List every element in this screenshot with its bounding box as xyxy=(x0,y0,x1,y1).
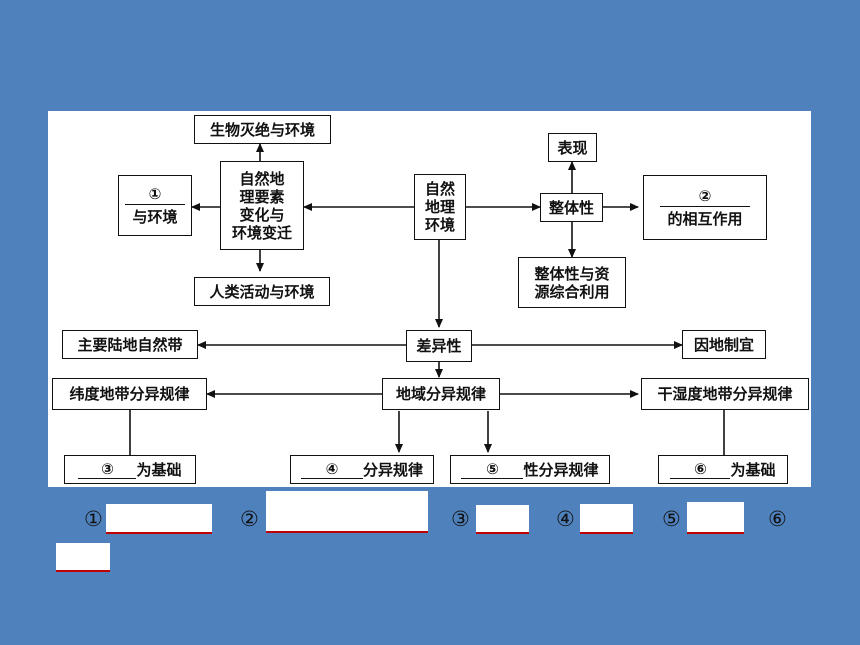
blank-3-text: 为基础 xyxy=(136,460,182,479)
blank-4-number: ④ xyxy=(300,460,363,479)
node-regional-differentiation: 地域分异规律 xyxy=(382,378,500,410)
blank-5-number: ⑤ xyxy=(461,460,524,479)
connector-layer xyxy=(129,143,725,455)
node-extinction: 生物灭绝与环境 xyxy=(194,115,331,144)
node-integrity: 整体性 xyxy=(540,193,603,222)
answer-field-5[interactable] xyxy=(687,502,744,534)
answer-field-1[interactable] xyxy=(106,504,212,534)
answer-label-1: ① xyxy=(84,507,103,531)
node-blank-3: ③ 为基础 xyxy=(64,455,196,484)
node-performance: 表现 xyxy=(548,133,597,162)
answer-label-5: ⑤ xyxy=(662,507,681,531)
answer-field-6[interactable] xyxy=(56,543,110,572)
blank-5-text: 性分异规律 xyxy=(523,460,599,479)
node-natural-zones: 主要陆地自然带 xyxy=(62,330,198,359)
node-env-change: 自然地 理要素 变化与 环境变迁 xyxy=(220,161,304,250)
answer-label-2: ② xyxy=(240,507,259,531)
blank-6-text: 为基础 xyxy=(730,460,776,479)
node-human-activity: 人类活动与环境 xyxy=(194,277,330,306)
answer-label-3: ③ xyxy=(451,507,470,531)
answer-label-4: ④ xyxy=(556,507,575,531)
blank-2-number: ② xyxy=(660,187,750,207)
answer-field-3[interactable] xyxy=(476,505,529,534)
node-local-conditions: 因地制宜 xyxy=(682,330,766,359)
node-blank-5: ⑤ 性分异规律 xyxy=(450,455,610,484)
answer-field-2[interactable] xyxy=(266,491,428,533)
node-blank-4: ④ 分异规律 xyxy=(290,455,434,484)
node-natural-environment: 自然 地理 环境 xyxy=(414,174,466,240)
blank-3-number: ③ xyxy=(78,460,137,479)
blank-2-text: 的相互作用 xyxy=(667,210,743,228)
blank-1-text: 与环境 xyxy=(132,208,178,226)
node-moisture-zonation: 干湿度地带分异规律 xyxy=(641,378,809,410)
node-blank-1: ① 与环境 xyxy=(118,175,192,236)
answer-label-6: ⑥ xyxy=(768,507,787,531)
node-difference: 差异性 xyxy=(406,330,472,362)
node-blank-6: ⑥ 为基础 xyxy=(658,455,788,484)
blank-6-number: ⑥ xyxy=(670,460,731,479)
node-resource-use: 整体性与资 源综合利用 xyxy=(518,257,626,308)
blank-1-number: ① xyxy=(125,185,185,205)
concept-map-panel: 生物灭绝与环境 自然地 理要素 变化与 环境变迁 ① 与环境 人类活动与环境 自… xyxy=(48,111,811,487)
node-latitude-zonation: 纬度地带分异规律 xyxy=(52,378,207,410)
blank-4-text: 分异规律 xyxy=(362,460,423,479)
node-blank-2: ② 的相互作用 xyxy=(643,175,767,240)
answer-field-4[interactable] xyxy=(580,504,633,534)
